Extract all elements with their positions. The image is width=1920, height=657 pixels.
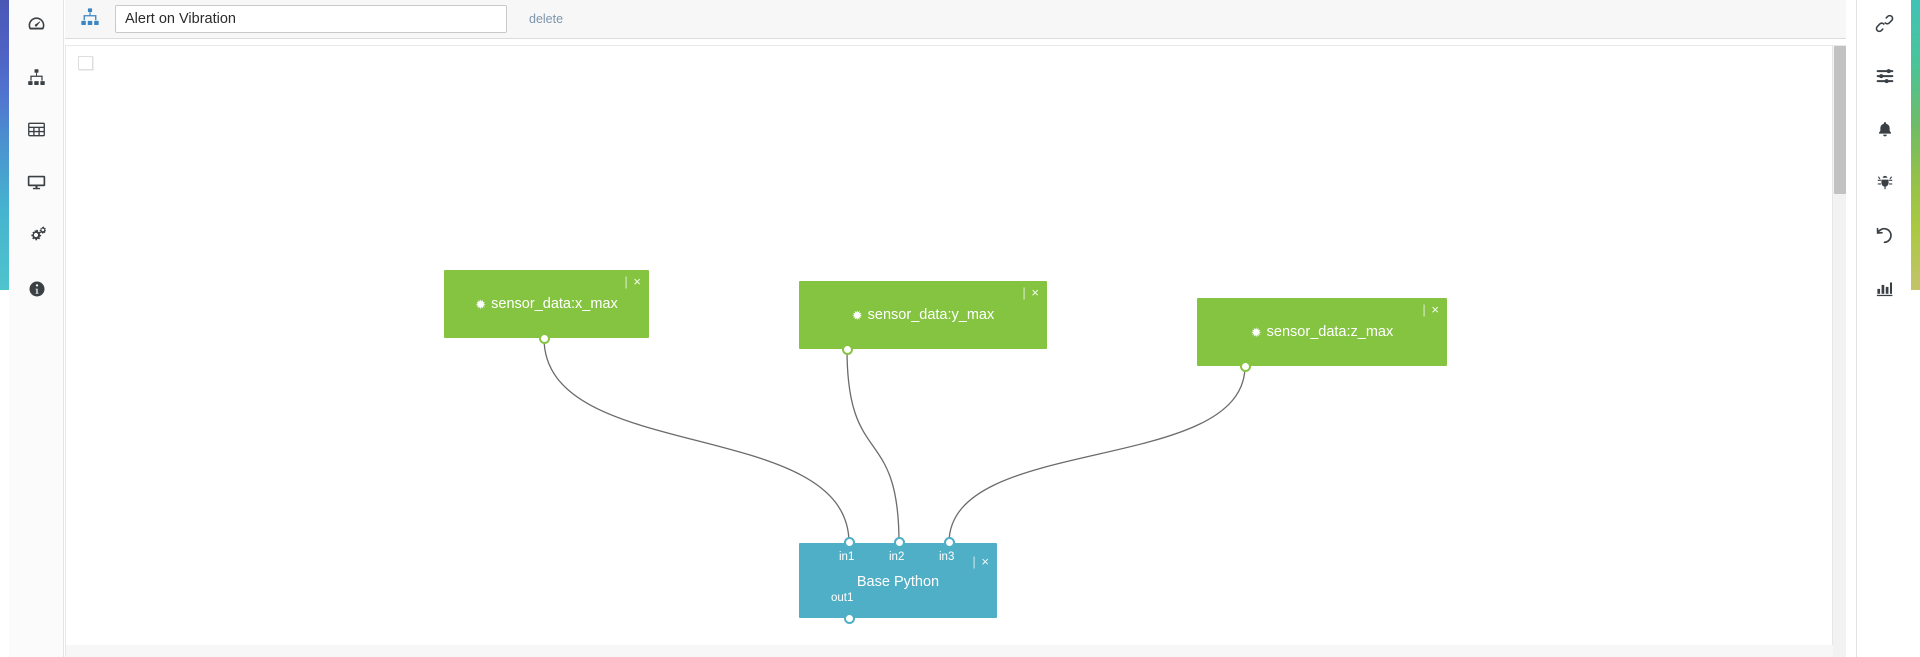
chart-bar-icon (1875, 279, 1894, 298)
flow-node-title: Base Python (799, 574, 997, 590)
flow-node-title: ✹ sensor_data:x_max (444, 296, 649, 313)
flow-port-label: out1 (831, 592, 854, 604)
flow-node-z_max[interactable]: ✹ sensor_data:z_max | × (1197, 298, 1447, 372)
flow-port-in1[interactable] (843, 537, 855, 548)
canvas-corner-handle[interactable] (78, 56, 93, 70)
flow-port-out[interactable] (1239, 361, 1251, 372)
snowflake-icon: ✹ (1250, 325, 1262, 340)
history-icon (1875, 226, 1894, 245)
panel-item-history[interactable] (1857, 209, 1912, 261)
bug-icon (1876, 173, 1894, 192)
left-accent-bar (0, 0, 9, 290)
flow-header: delete (65, 0, 1846, 39)
monitor-icon (27, 173, 46, 192)
snowflake-icon: ✹ (851, 308, 863, 323)
flow-node-x_max[interactable]: ✹ sensor_data:x_max | × (444, 270, 649, 344)
panel-item-connections[interactable] (1857, 0, 1912, 49)
flow-node-base_python[interactable]: Base Python | × in1 in2 in3 out1 (799, 537, 997, 624)
left-sidebar (9, 0, 64, 657)
snowflake-icon: ✹ (475, 297, 487, 312)
flow-edge-y_max-to-in2[interactable] (846, 348, 900, 544)
sidebar-item-dashboard[interactable] (9, 0, 64, 50)
flow-node-title-text: sensor_data:z_max (1266, 324, 1394, 340)
dashboard-icon (27, 15, 46, 34)
flow-node-close-icon[interactable]: | × (1022, 285, 1040, 300)
canvas-horizontal-scrollbar[interactable] (66, 645, 1833, 657)
link-icon (1875, 14, 1894, 33)
flow-canvas[interactable]: ✹ sensor_data:x_max | × ✹ sensor_data:y_max |… (66, 46, 1846, 657)
panel-item-statistics[interactable] (1857, 262, 1912, 314)
flow-port-out[interactable] (538, 333, 550, 344)
flow-port-out1[interactable] (843, 613, 855, 624)
info-icon (28, 280, 46, 298)
canvas-vertical-scroll-thumb[interactable] (1834, 46, 1846, 194)
flow-port-in2[interactable] (893, 537, 905, 548)
flow-node-title-text: Base Python (856, 574, 940, 590)
sliders-icon (1875, 66, 1895, 86)
sidebar-item-flows[interactable] (9, 51, 64, 103)
canvas-vertical-scrollbar[interactable] (1832, 46, 1846, 657)
flow-node-title: ✹ sensor_data:y_max (799, 307, 1047, 324)
flow-title-input[interactable] (115, 5, 507, 33)
flow-port-label: in3 (939, 551, 955, 563)
bell-icon (1876, 120, 1894, 139)
panel-item-debug[interactable] (1857, 156, 1912, 208)
flow-type-icon[interactable] (73, 2, 107, 36)
flow-port-label: in2 (889, 551, 905, 563)
sidebar-item-devices[interactable] (9, 156, 64, 208)
flow-port-label: in1 (839, 551, 855, 563)
flow-node-close-icon[interactable]: | × (624, 274, 642, 289)
flow-node-title: ✹ sensor_data:z_max (1197, 324, 1447, 341)
flow-canvas-viewport: ✹ sensor_data:x_max | × ✹ sensor_data:y_max |… (65, 45, 1846, 657)
sidebar-item-info[interactable] (9, 263, 64, 315)
right-accent-bar (1911, 0, 1920, 290)
sidebar-item-tables[interactable] (9, 103, 64, 155)
flow-node-close-icon[interactable]: | × (1422, 302, 1440, 317)
panel-item-alerts[interactable] (1857, 103, 1912, 155)
panel-item-parameters[interactable] (1857, 50, 1912, 102)
flow-edge-x_max-to-in1[interactable] (543, 337, 850, 544)
table-icon (27, 120, 46, 139)
sidebar-item-settings[interactable] (9, 209, 64, 261)
flow-node-title-text: sensor_data:x_max (491, 296, 618, 312)
flow-edge-z_max-to-in3[interactable] (948, 365, 1246, 544)
gears-icon (27, 225, 47, 245)
sitemap-icon (80, 7, 100, 32)
flow-node-y_max[interactable]: ✹ sensor_data:y_max | × (799, 281, 1047, 355)
flow-node-close-icon[interactable]: | × (972, 554, 990, 569)
right-sidebar (1856, 0, 1911, 657)
flows-icon (27, 68, 46, 87)
flow-port-out[interactable] (841, 344, 853, 355)
delete-flow-link[interactable]: delete (529, 12, 564, 26)
flow-port-in3[interactable] (943, 537, 955, 548)
flow-node-title-text: sensor_data:y_max (867, 307, 995, 323)
